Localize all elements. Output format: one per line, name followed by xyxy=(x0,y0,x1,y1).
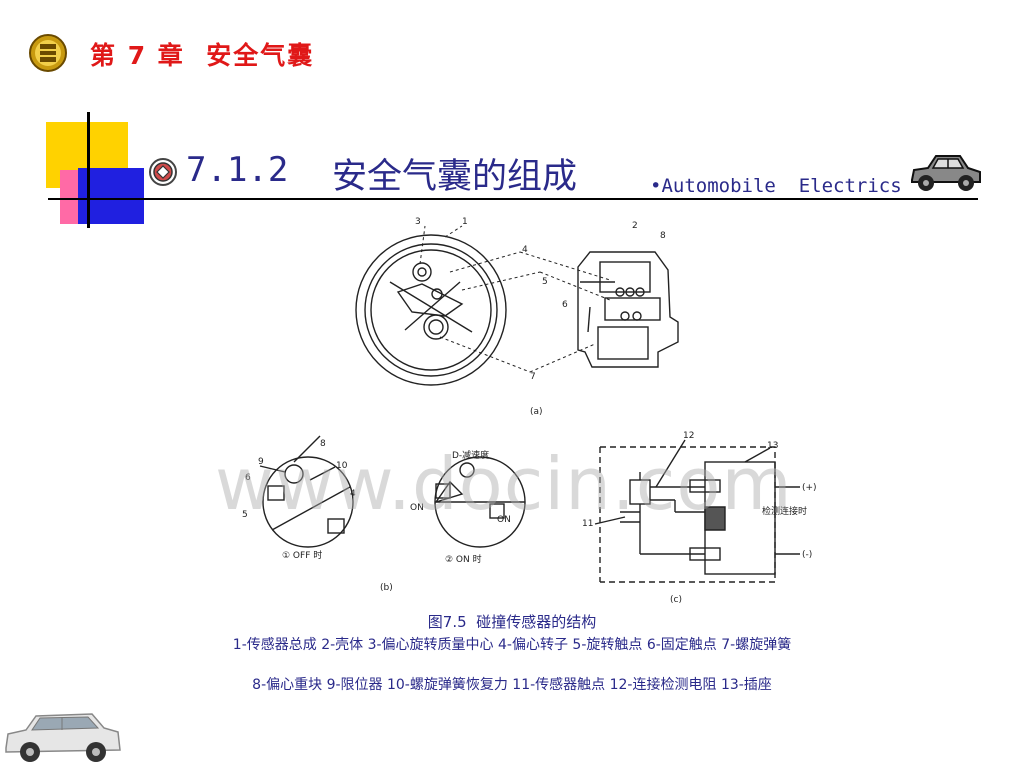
label-on: ② ON 时 xyxy=(445,553,482,565)
collision-sensor-diagram: 3 1 2 8 4 5 6 7 (a) 8 9 10 6 4 5 ① OFF 时… xyxy=(242,217,817,605)
label-off: ① OFF 时 xyxy=(282,549,322,561)
label-b-5: 5 xyxy=(242,510,248,520)
label-c: (c) xyxy=(670,595,682,605)
label-on-right: ON xyxy=(497,515,511,525)
label-num-7: 7 xyxy=(530,372,536,382)
label-num-4: 4 xyxy=(522,245,528,255)
label-num-8: 8 xyxy=(660,231,666,241)
decor-vertical-line xyxy=(87,112,90,228)
label-c-12: 12 xyxy=(683,431,694,441)
title-underline xyxy=(48,198,978,200)
label-on-left: ON xyxy=(410,503,424,513)
label-b-9: 9 xyxy=(258,457,264,467)
course-subtitle: •Automobile Electrics xyxy=(650,175,902,197)
chapter-title: 第 7 章 安全气囊 xyxy=(90,41,315,70)
figure-legend-line-2: 8-偏心重块 9-限位器 10-螺旋弹簧恢复力 11-传感器触点 12-连接检测… xyxy=(252,677,772,693)
section-title: 安全气囊的组成 xyxy=(332,157,578,197)
sensor-on-state xyxy=(434,456,526,548)
figure-legend-line-1: 1-传感器总成 2-壳体 3-偏心旋转质量中心 4-偏心转子 5-旋转触点 6-… xyxy=(232,637,792,653)
label-a: (a) xyxy=(530,407,543,417)
label-b-10: 10 xyxy=(336,461,348,471)
label-c-13: 13 xyxy=(767,441,778,451)
label-num-6: 6 xyxy=(562,300,568,310)
sensor-side-view xyxy=(577,251,679,368)
label-num-2: 2 xyxy=(632,221,638,231)
label-plus: (+) xyxy=(802,483,817,493)
car-icon xyxy=(911,155,981,191)
sensor-off-state xyxy=(259,435,354,548)
label-num-1: 1 xyxy=(462,217,468,227)
suv-car-image xyxy=(5,713,121,762)
leader-lines-a xyxy=(419,225,611,373)
label-b-8: 8 xyxy=(320,439,326,449)
section-bullet-icon xyxy=(149,158,177,186)
label-c-11: 11 xyxy=(582,519,593,529)
sensor-circuit xyxy=(594,439,800,583)
label-deceleration: D-减速度 xyxy=(452,449,489,461)
label-b-6: 6 xyxy=(245,473,251,483)
chapter-badge-icon xyxy=(29,34,67,72)
label-b: (b) xyxy=(380,583,393,593)
watermark: www.docin.com xyxy=(215,442,793,526)
label-detect: 检测连接时 xyxy=(762,505,807,517)
figure-caption-title: 图7.5 碰撞传感器的结构 xyxy=(427,613,597,631)
section-number: 7.1.2 xyxy=(186,150,289,190)
sensor-front-view xyxy=(355,234,507,386)
label-minus: (-) xyxy=(802,550,812,560)
label-b-4: 4 xyxy=(350,489,356,499)
label-num-3: 3 xyxy=(415,217,421,227)
label-num-5: 5 xyxy=(542,277,548,287)
